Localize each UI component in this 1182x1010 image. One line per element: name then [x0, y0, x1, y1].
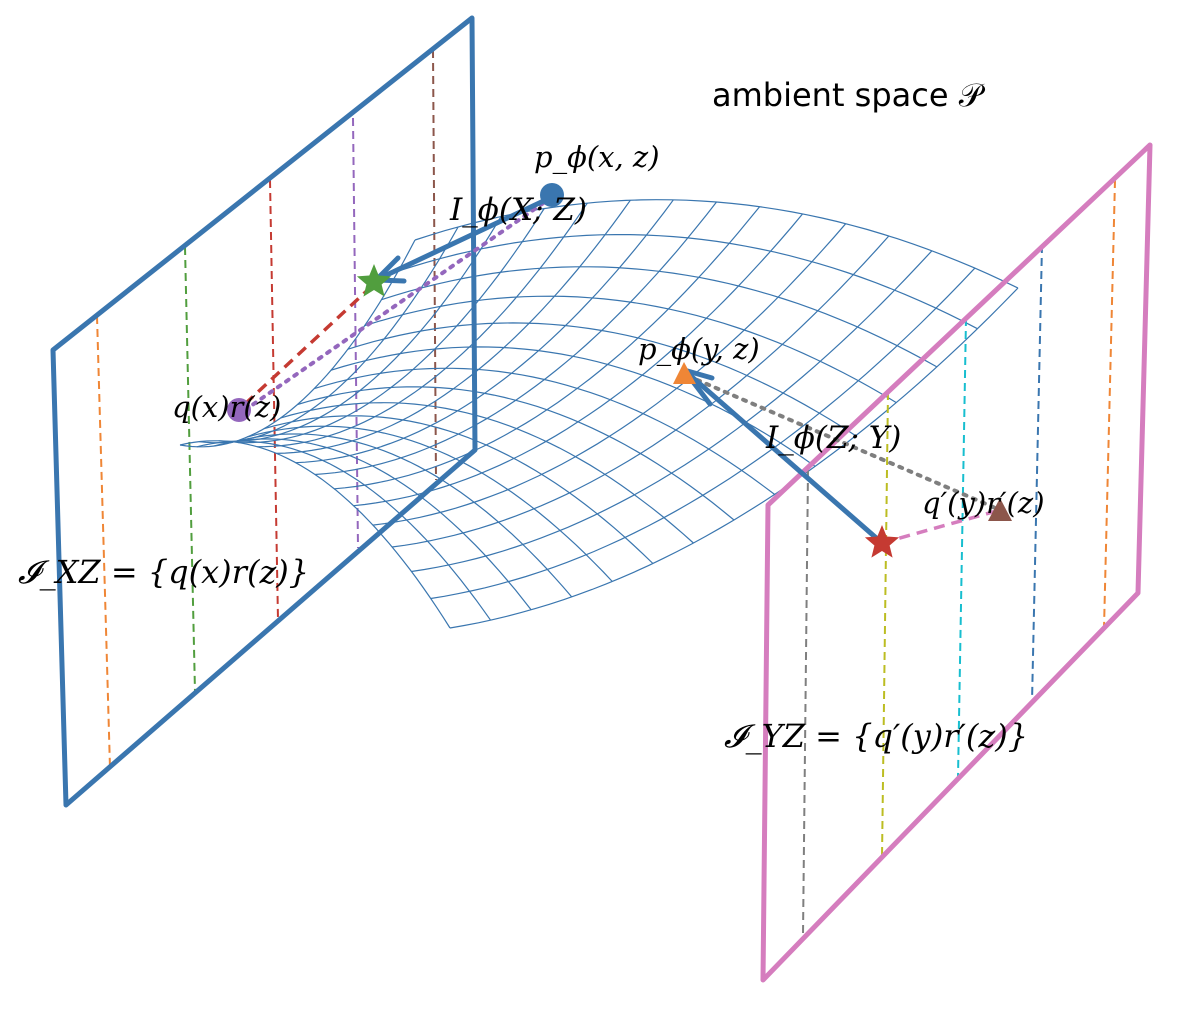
q-yz-label: q′(y)r′(z) — [922, 486, 1045, 520]
p-xz-label: p_ϕ(x, z) — [534, 140, 660, 174]
set-yz-label: 𝓘_YZ = {q′(y)r′(z)} — [724, 717, 1029, 755]
ambient-space-label: ambient space 𝒫 — [712, 76, 982, 114]
surface-grid-line — [353, 213, 804, 507]
surface-grid-line — [381, 266, 938, 368]
surface-grid-line — [372, 223, 847, 526]
p-yz-label: p_ϕ(y, z) — [638, 332, 760, 366]
surface-grid-line — [411, 250, 933, 573]
surface-grid-line — [398, 234, 978, 330]
projection-line-purple-dotted — [243, 195, 554, 412]
plane-yz-dashed-lines — [802, 179, 1116, 936]
surface-grid-line — [364, 295, 897, 404]
projection-line-red-dashed — [243, 284, 374, 406]
point-p-xz — [540, 183, 564, 207]
point-q-xz — [227, 398, 251, 422]
surface-grid-line — [179, 440, 451, 629]
plane-yz-dashed-line — [1103, 179, 1116, 629]
set-xz-label: 𝓘_XZ = {q(x)r(z)} — [18, 553, 310, 591]
surface-grid-line — [314, 367, 775, 495]
plane-yz-border — [760, 142, 1153, 983]
plane-yz-dashed-line — [1031, 244, 1043, 703]
surface-grid-line — [347, 322, 857, 437]
point-p-yz-triangle — [673, 362, 696, 384]
surface-grid-line — [334, 206, 761, 490]
i-xz-label: I_ϕ(X; Z) — [450, 192, 587, 228]
point-q-yz-triangle — [988, 498, 1012, 521]
surface-grid-line — [392, 235, 890, 548]
plane-xz-dashed-line — [184, 246, 196, 693]
projection-line-pink-dashed — [881, 508, 1001, 545]
surface-grid-line — [430, 267, 976, 600]
surface-grid-line — [280, 402, 694, 544]
q-xz-label: q(x)r(z) — [172, 390, 282, 424]
surface-grid-line — [314, 201, 717, 476]
plane-yz-dashed-line — [957, 317, 967, 778]
plane-yz — [760, 142, 1153, 983]
plane-yz-dashed-line — [802, 469, 809, 936]
plane-xz-dashed-line — [96, 315, 111, 769]
surface-grid-line — [196, 440, 492, 621]
surface-grid-line — [449, 287, 1019, 629]
saddle-surface-mesh — [179, 199, 1019, 629]
arrow-i-zy — [681, 367, 885, 546]
star-yz — [864, 525, 900, 558]
plane-xz-dashed-line — [269, 179, 279, 621]
plane-xz-dashed-line — [432, 49, 437, 481]
projection-line-gray-dotted — [686, 374, 1002, 512]
star-xz — [356, 264, 392, 297]
i-zy-label: I_ϕ(Z; Y) — [766, 420, 902, 456]
